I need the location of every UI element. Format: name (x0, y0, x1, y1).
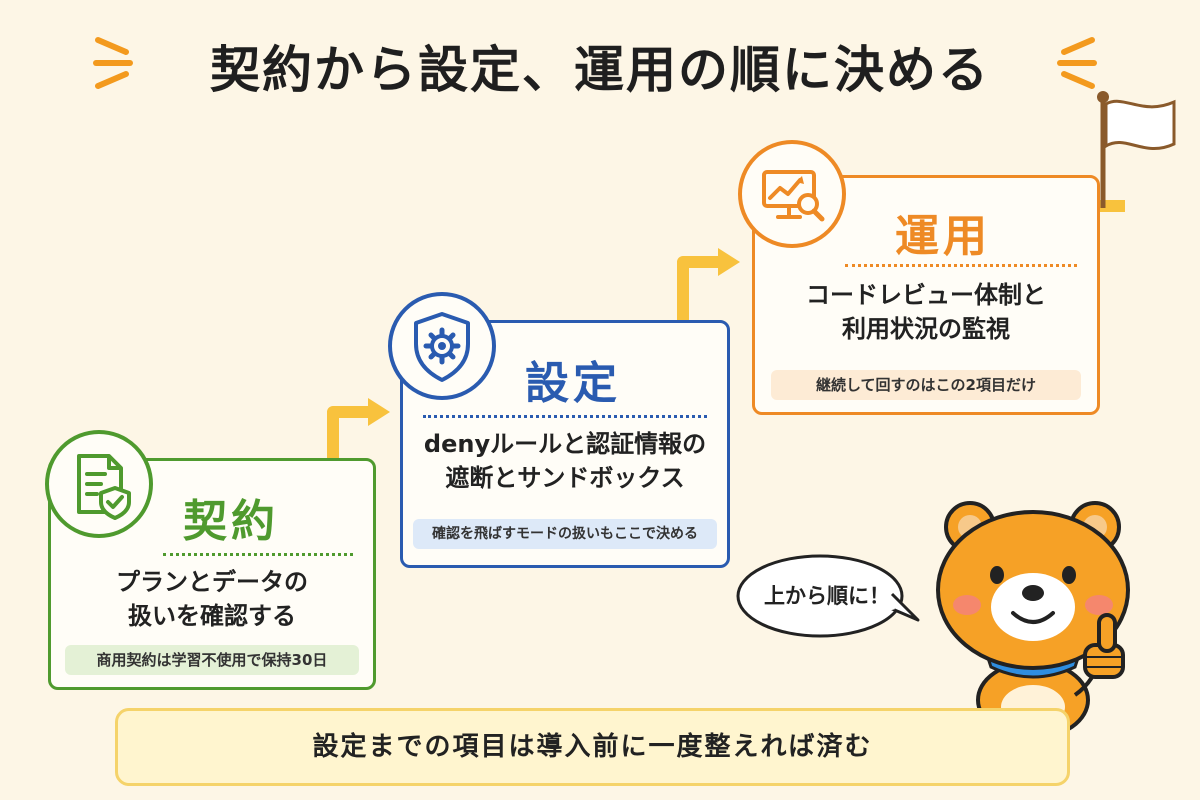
step-settings-body-line2: 遮断とサンドボックス (445, 464, 685, 492)
monitor-chart-magnifier-icon (762, 170, 825, 222)
step-settings-heading: 設定 (525, 358, 621, 409)
step-contract-body: プランとデータの 扱いを確認する (51, 565, 373, 633)
step-contract-note: 商用契約は学習不使用で保持30日 (65, 645, 359, 675)
step-settings-note: 確認を飛ばすモードの扱いもここで決める (413, 519, 717, 549)
step-operations-divider (845, 264, 1077, 267)
bottom-summary-bar: 設定までの項目は導入前に一度整えれば済む (115, 708, 1070, 786)
step-settings-divider (423, 415, 707, 418)
step-contract-icon-badge (45, 430, 153, 538)
step-settings-body: denyルールと認証情報の 遮断とサンドボックス (403, 427, 727, 495)
page-title: 契約から設定、運用の順に決める (210, 41, 990, 99)
step-contract-body-line2: 扱いを確認する (128, 602, 296, 630)
bear-mascot-icon (936, 501, 1130, 735)
goal-flag-icon (1097, 91, 1176, 208)
step-operations-body: コードレビュー体制と 利用状況の監視 (755, 278, 1097, 346)
step-settings-body-line1: denyルールと認証情報の (423, 430, 707, 458)
title-accent-right (1057, 37, 1097, 89)
step-operations-heading: 運用 (895, 211, 991, 262)
step-contract-card: 契約 プランとデータの 扱いを確認する 商用契約は学習不使用で保持30日 (48, 458, 376, 690)
step-contract-divider (163, 553, 353, 556)
step-operations-body-line2: 利用状況の監視 (842, 315, 1010, 343)
step-contract-heading: 契約 (183, 496, 279, 547)
step-settings-icon-badge (388, 292, 496, 400)
gear-shield-icon (414, 312, 470, 382)
speech-bubble (736, 554, 920, 638)
step-contract-body-line1: プランとデータの (116, 568, 308, 596)
speech-text: 上から順に！ (764, 584, 890, 608)
step-operations-body-line1: コードレビュー体制と (806, 281, 1046, 309)
step-operations-icon-badge (738, 140, 846, 248)
document-shield-icon (77, 454, 131, 520)
step-operations-note: 継続して回すのはこの2項目だけ (771, 370, 1081, 400)
title-accent-left (93, 37, 133, 89)
